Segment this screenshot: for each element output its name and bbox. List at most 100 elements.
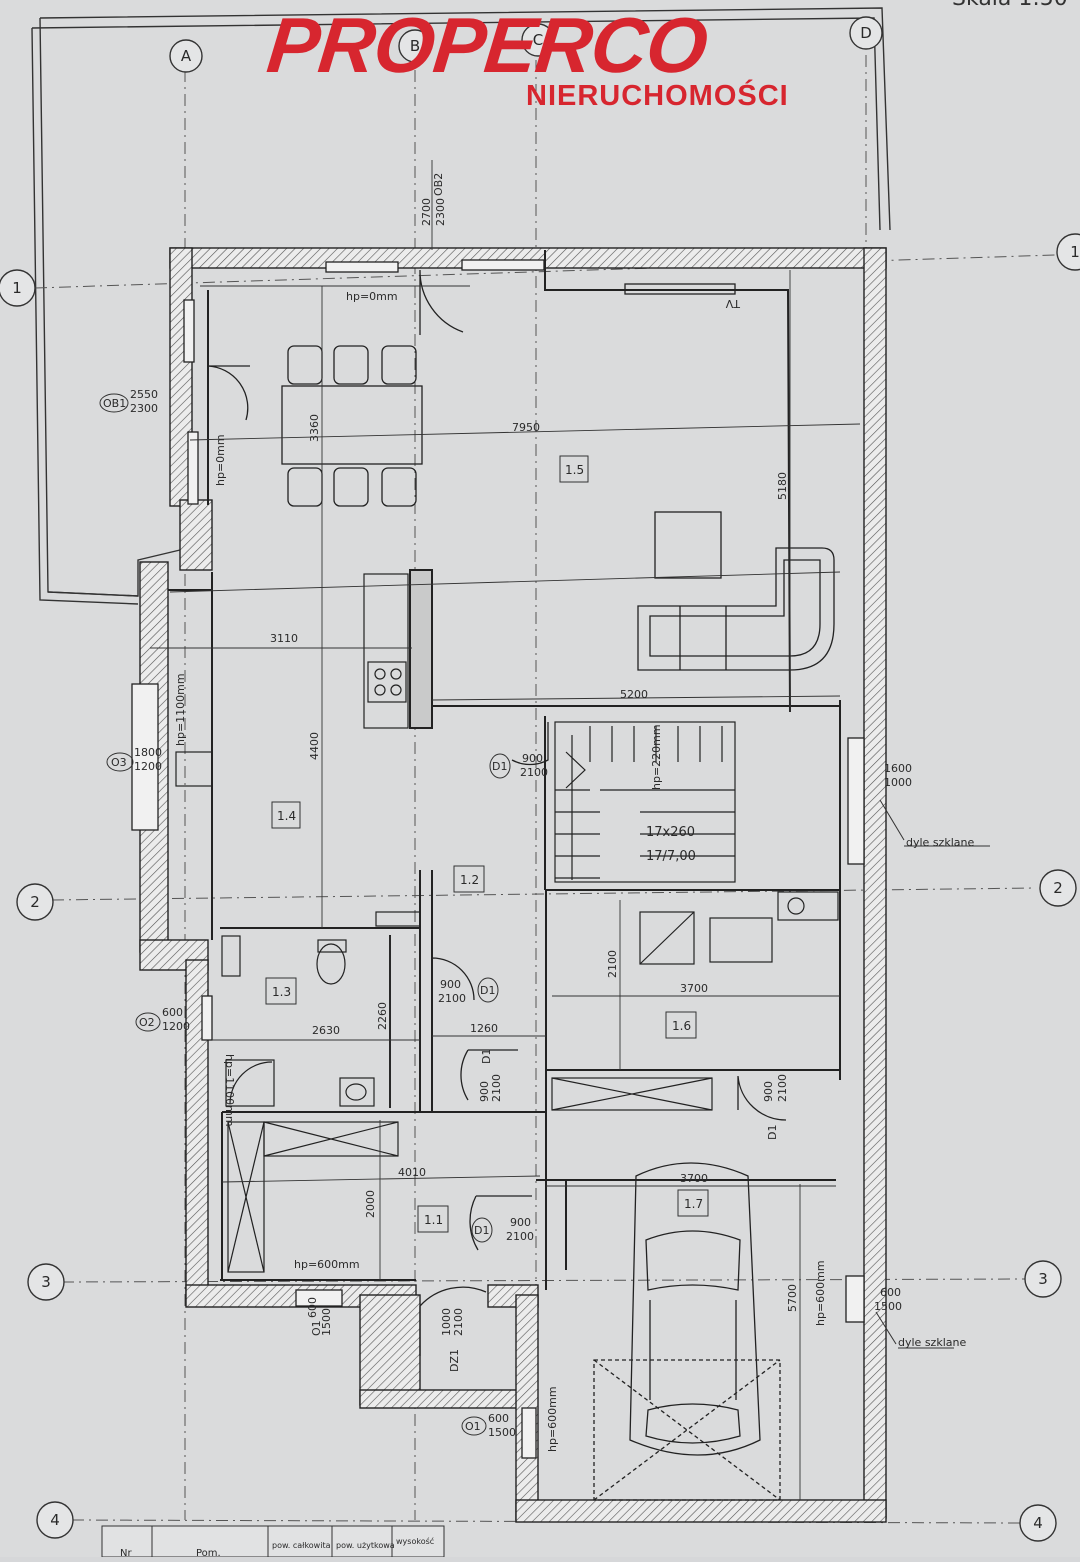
- o3-height: 1200: [134, 760, 162, 773]
- d1-height-stairs: 2100: [520, 766, 548, 779]
- d1-width-entry: 900: [510, 1216, 531, 1229]
- grid-label-3-left: 3: [41, 1273, 51, 1291]
- o1-width-garage: 600: [488, 1412, 509, 1425]
- d1-width-stairs: 900: [522, 752, 543, 765]
- d1-height-hall: 2100: [490, 1074, 503, 1102]
- note-hp600-east: hp=600mm: [814, 1260, 827, 1326]
- brand-name: PROPERCO: [263, 1, 712, 89]
- grid-label-4-right: 4: [1033, 1514, 1043, 1532]
- room-label-1-3: 1.3: [272, 985, 291, 999]
- grid-label-c: C: [533, 31, 543, 49]
- glass-1-width: 1600: [884, 762, 912, 775]
- scale-label: Skala 1:50: [952, 0, 1068, 11]
- note-hp0-side: hp=0mm: [214, 434, 227, 486]
- grid-label-b: B: [410, 37, 420, 55]
- dim-2700: 2700: [420, 198, 433, 226]
- staircase: [554, 721, 736, 883]
- dim-1260: 1260: [470, 1022, 498, 1035]
- note-tv: TV: [725, 297, 741, 310]
- glass-2-width: 600: [880, 1286, 901, 1299]
- area-table-header: Nr Pom. pow. całkowita pow. użytkowa wys…: [101, 1525, 445, 1559]
- table-header-room: Pom.: [196, 1548, 221, 1557]
- dim-3110: 3110: [270, 632, 298, 645]
- dim-2260: 2260: [376, 1002, 389, 1030]
- dim-4400: 4400: [308, 732, 321, 760]
- o1-label-garage: O1: [465, 1420, 481, 1433]
- exterior-walls: [139, 247, 887, 1523]
- doors: [207, 269, 787, 1356]
- d1-width-hall: 900: [478, 1081, 491, 1102]
- opening-labels: OB1 2550 2300 OB2 O3 1800 1200 O2 600 12…: [99, 173, 912, 1439]
- grid-label-1-left: 1: [12, 279, 22, 297]
- room-label-1-2: 1.2: [460, 873, 479, 887]
- dim-4010: 4010: [398, 1166, 426, 1179]
- o3-width: 1800: [134, 746, 162, 759]
- grid-label-d: D: [860, 24, 872, 42]
- room-labels: 1.5 1.4 1.2 1.3 1.6 1.1 1.7: [265, 455, 709, 1233]
- dim-3360: 3360: [308, 414, 321, 442]
- o2-label: O2: [139, 1016, 155, 1029]
- brand-tagline: NIERUCHOMOŚCI: [526, 80, 789, 112]
- d1-label-stairs: D1: [492, 760, 507, 773]
- dim-2000: 2000: [364, 1190, 377, 1218]
- dim-2630: 2630: [312, 1024, 340, 1037]
- dimension-texts: 7950 5180 3360 3110 4400 5200 2630 2260 …: [270, 198, 799, 1312]
- note-hp0-top: hp=0mm: [346, 290, 398, 303]
- ob1-height: 2300: [130, 402, 158, 415]
- brand-logo: PROPERCO NIERUCHOMOŚCI: [263, 1, 828, 122]
- room-label-1-5: 1.5: [565, 463, 584, 477]
- storage-units: [227, 891, 839, 1273]
- table-header-height: wysokość: [396, 1536, 434, 1546]
- grid-labels: A B C D 1 1 2 2 3 3 4 4: [12, 24, 1080, 1532]
- d1-label-bath: D1: [480, 984, 495, 997]
- grid-label-2-left: 2: [30, 893, 40, 911]
- room-label-1-7: 1.7: [684, 1197, 703, 1211]
- grid-label-1-right: 1: [1070, 243, 1080, 261]
- o1-height-front: 1500: [320, 1308, 333, 1336]
- dim-5180: 5180: [776, 472, 789, 500]
- d1-height-entry: 2100: [506, 1230, 534, 1243]
- living-furniture: [624, 283, 835, 671]
- dim-5200: 5200: [620, 688, 648, 701]
- kitchen-units: [175, 573, 421, 927]
- dimension-lines: [150, 160, 861, 1500]
- d1-label-garage: D1: [766, 1125, 779, 1140]
- dim-2300-ob2: 2300: [434, 198, 447, 226]
- dining-set: [281, 345, 423, 507]
- grid-label-a: A: [181, 47, 192, 65]
- d1-height-garage: 2100: [776, 1074, 789, 1102]
- dz1-height: 2100: [452, 1308, 465, 1336]
- note-stairs-hp: hp=220mm: [650, 724, 663, 790]
- ob2-label: OB2: [432, 173, 445, 196]
- note-stairs-steps: 17x260: [646, 825, 695, 840]
- glass-2-height: 1500: [874, 1300, 902, 1313]
- d1-label-entry: D1: [474, 1224, 489, 1237]
- windows: [131, 259, 865, 1459]
- dz1-width: 1000: [440, 1308, 453, 1336]
- dim-7950: 7950: [512, 421, 540, 434]
- note-glass-2: dyle szklane: [898, 1336, 966, 1349]
- table-header-total: pow. całkowita: [272, 1541, 331, 1550]
- garage: [593, 1162, 781, 1501]
- table-header-usable: pow. użytkowa: [336, 1541, 395, 1550]
- note-hp600-garage: hp=600mm: [546, 1386, 559, 1452]
- ob1-label: OB1: [103, 397, 126, 410]
- o1-height-garage: 1500: [488, 1426, 516, 1439]
- grid-label-2-right: 2: [1053, 879, 1063, 897]
- o1-label-front: O1: [310, 1320, 323, 1336]
- dim-5700: 5700: [786, 1284, 799, 1312]
- table-header-nr: Nr: [120, 1548, 132, 1557]
- room-label-1-6: 1.6: [672, 1019, 691, 1033]
- note-hp600-front: hp=600mm: [294, 1258, 360, 1271]
- grid-label-4-left: 4: [50, 1511, 60, 1529]
- notes: hp=0mm hp=0mm hp=1100mm hp=1100mm hp=600…: [174, 290, 990, 1452]
- d1-height-bath: 2100: [438, 992, 466, 1005]
- d1-width-bath: 900: [440, 978, 461, 991]
- note-glass-1: dyle szklane: [906, 836, 974, 849]
- dz1-label: DZ1: [448, 1349, 461, 1372]
- glass-1-height: 1000: [884, 776, 912, 789]
- o2-height: 1200: [162, 1020, 190, 1033]
- dim-3700-garage: 3700: [680, 1172, 708, 1185]
- dim-3700-laundry: 3700: [680, 982, 708, 995]
